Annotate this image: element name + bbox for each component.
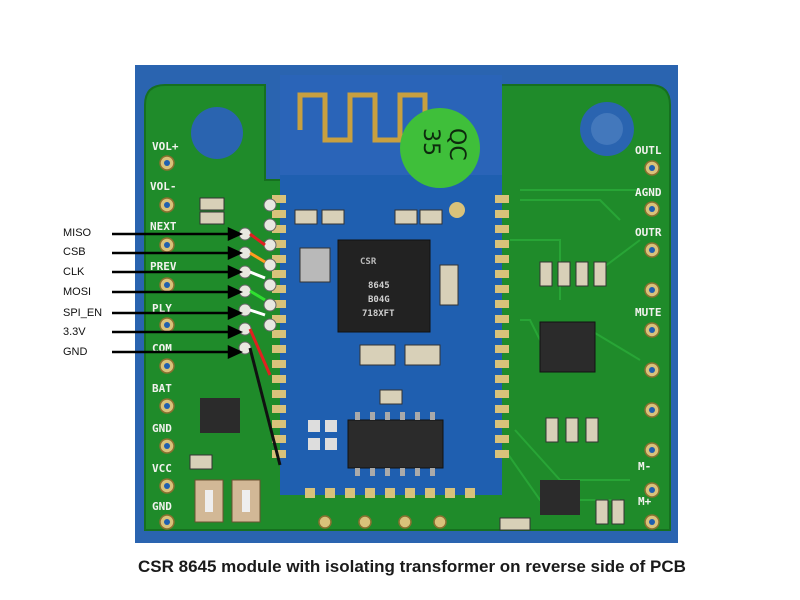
- silk-vcc: VCC: [152, 462, 172, 475]
- pin-label-csb: CSB: [63, 246, 86, 258]
- silk-m-plus: M+: [638, 495, 652, 508]
- silk-gnd-1: GND: [152, 422, 172, 435]
- silk-vol-plus: VOL+: [152, 140, 179, 153]
- silk-m-minus: M-: [638, 460, 651, 473]
- qc-sticker-line2: 35: [418, 128, 443, 156]
- csr-chip: [337, 239, 431, 333]
- pin-label-miso: MISO: [63, 227, 92, 239]
- pin-label-gnd: GND: [63, 346, 88, 358]
- chip-line1: 8645: [368, 281, 390, 291]
- pin-label-spi-en: SPI_EN: [63, 307, 103, 319]
- silk-vol-minus: VOL-: [150, 180, 177, 193]
- pin-label-mosi: MOSI: [63, 286, 92, 298]
- silk-bat: BAT: [152, 382, 172, 395]
- silk-gnd-2: GND: [152, 500, 172, 513]
- silk-agnd: AGND: [635, 186, 662, 199]
- mounting-hole-left: [191, 107, 243, 159]
- chip-line3: 718XFT: [362, 309, 395, 319]
- amp-chip: [539, 321, 596, 373]
- qc-sticker-line1: QC: [444, 128, 469, 161]
- chip-line2: B04G: [368, 295, 390, 305]
- pin-label-clk: CLK: [63, 266, 85, 278]
- qc-sticker: [400, 108, 480, 188]
- flash-chip: [347, 419, 444, 469]
- pin-label-3v3: 3.3V: [63, 326, 86, 338]
- silk-mute: MUTE: [635, 306, 662, 319]
- silk-next: NEXT: [150, 220, 177, 233]
- chip-brand: CSR: [360, 257, 377, 267]
- photo-caption: CSR 8645 module with isolating transform…: [138, 557, 686, 576]
- silk-outl: OUTL: [635, 144, 662, 157]
- silk-outr: OUTR: [635, 226, 662, 239]
- silk-prev: PREV: [150, 260, 177, 273]
- pcb-antenna: [297, 92, 428, 143]
